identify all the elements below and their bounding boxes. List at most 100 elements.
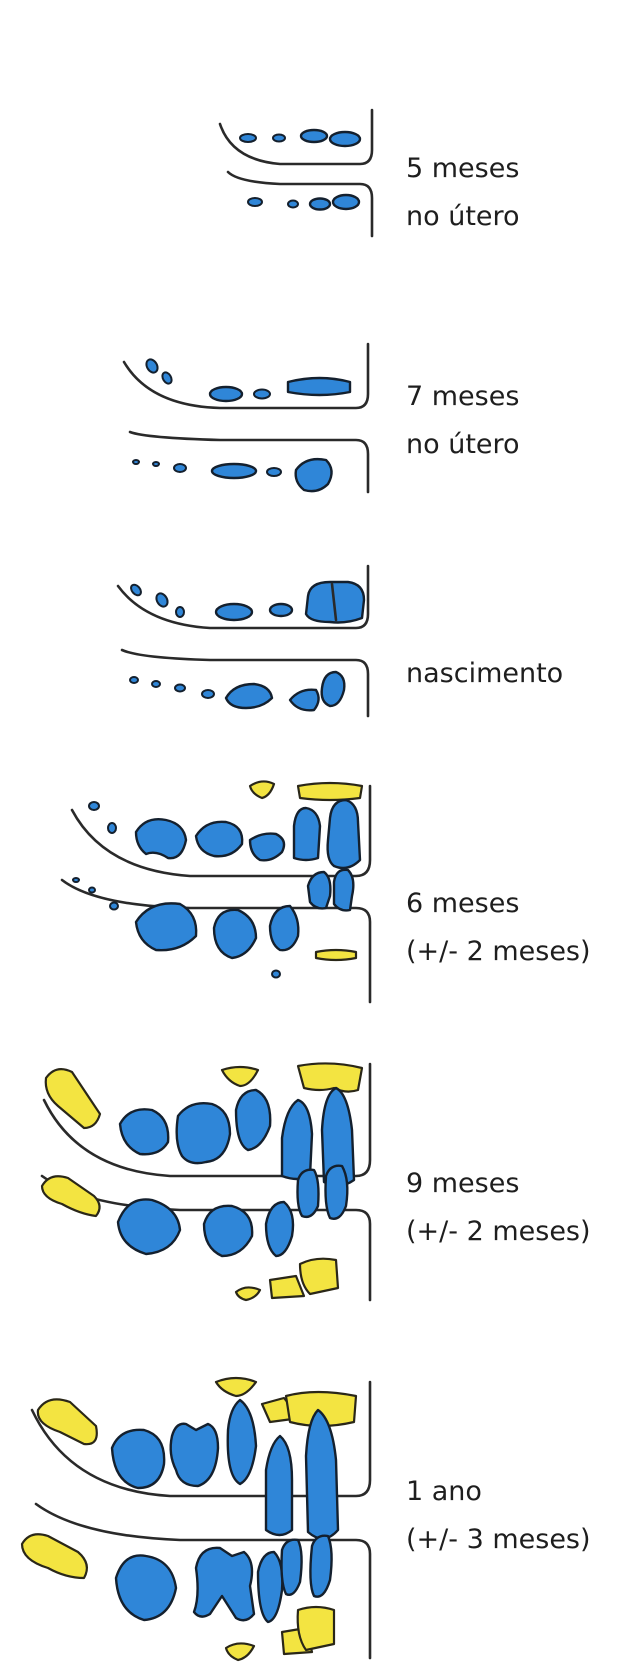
permanent-tooth-bud xyxy=(222,1067,258,1086)
tooth-bud xyxy=(254,390,270,399)
tooth-bud xyxy=(333,195,359,209)
primary-canine xyxy=(236,1090,270,1150)
tooth-bud xyxy=(110,903,118,910)
tooth-bud xyxy=(73,878,79,882)
primary-canine xyxy=(250,834,284,861)
tooth-bud xyxy=(310,199,330,210)
tooth-bud xyxy=(161,371,174,385)
tooth-bud xyxy=(152,681,160,687)
permanent-molar-bud xyxy=(38,1399,97,1444)
stage-5-months-in-utero-jaws xyxy=(220,110,372,236)
stage-birth-jaws xyxy=(118,566,368,716)
stage-label-1-year: 1 ano (+/- 3 meses) xyxy=(406,1468,591,1564)
tooth-bud xyxy=(273,135,285,142)
tooth-bud xyxy=(175,685,185,692)
primary-incisor xyxy=(306,1410,338,1539)
primary-molar xyxy=(214,910,256,958)
primary-incisor xyxy=(326,1166,348,1219)
tooth-bud xyxy=(129,583,143,597)
primary-molar xyxy=(204,1206,252,1256)
permanent-tooth-bud xyxy=(300,1259,338,1294)
primary-incisor xyxy=(328,800,360,868)
tooth-bud xyxy=(288,378,350,395)
stage-label-5-months: 5 meses no útero xyxy=(406,145,520,241)
primary-molar xyxy=(120,1109,168,1154)
stage-label-line2: (+/- 2 meses) xyxy=(406,1208,591,1256)
stage-1-year-jaws xyxy=(22,1378,370,1660)
tooth-bud xyxy=(89,802,99,810)
permanent-molar-bud xyxy=(42,1176,100,1216)
tooth-bud xyxy=(153,462,159,466)
primary-molar xyxy=(177,1103,230,1163)
primary-molar xyxy=(136,819,186,858)
tooth-bud xyxy=(270,604,292,616)
permanent-tooth-bud xyxy=(298,1063,362,1091)
tooth-bud xyxy=(108,823,116,833)
primary-molar xyxy=(196,822,242,856)
tooth-bud xyxy=(330,132,360,146)
tooth-bud xyxy=(296,459,332,491)
stage-label-line1: 9 meses xyxy=(406,1160,591,1208)
tooth-crown xyxy=(290,690,319,711)
tooth-bud xyxy=(272,971,280,978)
permanent-tooth-bud xyxy=(298,783,362,800)
permanent-tooth-bud xyxy=(236,1287,260,1300)
primary-canine xyxy=(258,1552,282,1622)
stage-label-line1: 6 meses xyxy=(406,880,591,928)
tooth-bud xyxy=(212,464,256,478)
primary-molar xyxy=(116,1555,176,1620)
stage-label-9-months: 9 meses (+/- 2 meses) xyxy=(406,1160,591,1256)
primary-incisor xyxy=(310,1536,331,1597)
permanent-molar-bud xyxy=(22,1534,87,1578)
stage-label-line2: (+/- 3 meses) xyxy=(406,1516,591,1564)
tooth-bud xyxy=(288,201,298,208)
upper-jaw-outline xyxy=(124,344,368,408)
permanent-tooth-bud xyxy=(270,1276,304,1298)
stage-label-line1: 1 ano xyxy=(406,1468,591,1516)
tooth-bud xyxy=(210,387,242,401)
stage-label-line2: (+/- 2 meses) xyxy=(406,928,591,976)
permanent-tooth-bud xyxy=(226,1643,254,1660)
primary-canine xyxy=(270,906,298,950)
tooth-bud xyxy=(216,604,252,620)
tooth-crown xyxy=(226,684,272,708)
stage-label-birth: nascimento xyxy=(406,650,563,698)
primary-molar xyxy=(118,1199,180,1254)
tooth-bud xyxy=(89,888,95,893)
permanent-tooth-bud xyxy=(298,1607,334,1650)
stage-label-line1: nascimento xyxy=(406,650,563,698)
stage-9-months-jaws xyxy=(42,1063,370,1300)
tooth-bud xyxy=(176,607,184,617)
stage-7-months-in-utero-jaws xyxy=(124,344,368,492)
stage-6-months-jaws xyxy=(62,781,370,1002)
primary-molar xyxy=(136,903,196,950)
tooth-bud xyxy=(144,357,160,374)
tooth-bud xyxy=(301,130,327,142)
primary-incisor xyxy=(334,870,353,911)
tooth-bud xyxy=(267,468,281,476)
primary-incisor xyxy=(266,1436,292,1535)
tooth-bud xyxy=(240,134,256,142)
primary-incisor xyxy=(282,1540,302,1595)
stage-label-line1: 7 meses xyxy=(406,373,520,421)
stage-label-line2: no útero xyxy=(406,421,520,469)
stage-label-6-months: 6 meses (+/- 2 meses) xyxy=(406,880,591,976)
primary-molar xyxy=(171,1424,218,1486)
primary-incisor xyxy=(308,872,330,908)
permanent-tooth-bud xyxy=(250,781,274,798)
tooth-bud xyxy=(130,677,138,683)
stage-label-7-months: 7 meses no útero xyxy=(406,373,520,469)
permanent-tooth-bud xyxy=(316,950,356,960)
tooth-bud xyxy=(174,464,186,472)
permanent-tooth-bud xyxy=(216,1378,256,1396)
stage-label-line1: 5 meses xyxy=(406,145,520,193)
tooth-bud xyxy=(248,198,262,206)
tooth-crown xyxy=(322,672,345,706)
primary-molar xyxy=(112,1430,164,1488)
primary-molar xyxy=(194,1548,254,1620)
tooth-bud xyxy=(202,690,214,698)
primary-incisor xyxy=(294,808,320,860)
tooth-bud xyxy=(133,460,139,464)
stage-label-line2: no útero xyxy=(406,193,520,241)
